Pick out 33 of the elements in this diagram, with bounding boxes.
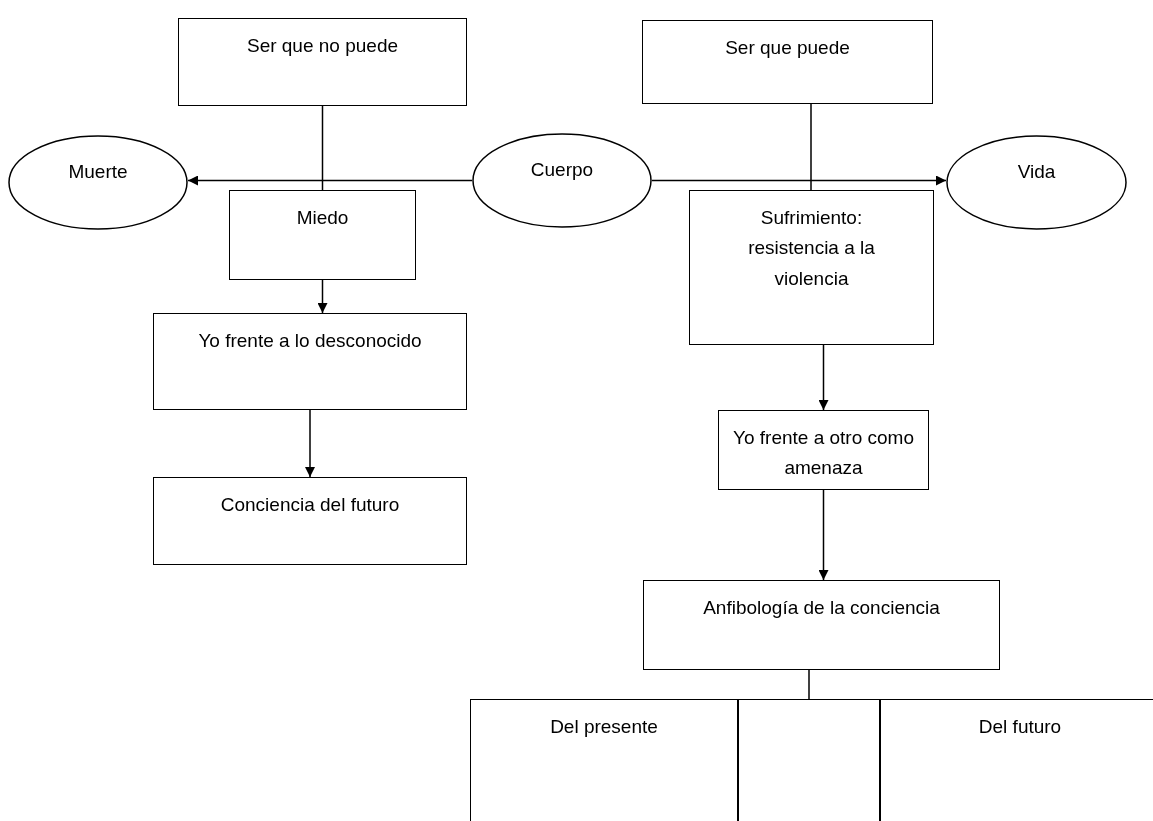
arrow <box>651 175 947 186</box>
process-box <box>178 18 467 106</box>
arrow <box>317 279 328 314</box>
process-box <box>642 20 933 104</box>
node-label: Del futuro <box>978 715 1062 739</box>
connector-line <box>808 669 810 700</box>
process-box <box>153 313 467 410</box>
node-label: Ser que puede <box>725 36 850 60</box>
node-label: Yo frente a otro como amenaza <box>732 426 915 481</box>
node-label: Conciencia del futuro <box>220 493 400 517</box>
arrow <box>305 409 315 478</box>
empty-cell <box>738 699 880 821</box>
connector-line <box>321 105 324 191</box>
process-box <box>689 190 934 345</box>
node-label: Ser que no puede <box>246 34 399 58</box>
node-label: Del presente <box>550 715 658 739</box>
arrow <box>818 344 829 411</box>
process-box <box>229 190 416 280</box>
arrow <box>818 489 829 581</box>
table-cell <box>880 699 1153 821</box>
node-label: Miedo <box>296 206 349 230</box>
node-label: Anfibología de la conciencia <box>703 596 940 620</box>
node-label: Cuerpo <box>530 158 594 182</box>
node-label: Vida <box>1017 160 1056 184</box>
process-box <box>153 477 467 565</box>
connector-line <box>810 103 812 191</box>
node-label: Yo frente a lo desconocido <box>198 329 422 353</box>
node-label: Sufrimiento: resistencia a la violencia <box>747 206 876 291</box>
table-cell <box>470 699 738 821</box>
process-box <box>718 410 929 490</box>
process-box <box>643 580 1000 670</box>
node-label: Muerte <box>68 160 128 184</box>
arrow <box>187 175 473 186</box>
